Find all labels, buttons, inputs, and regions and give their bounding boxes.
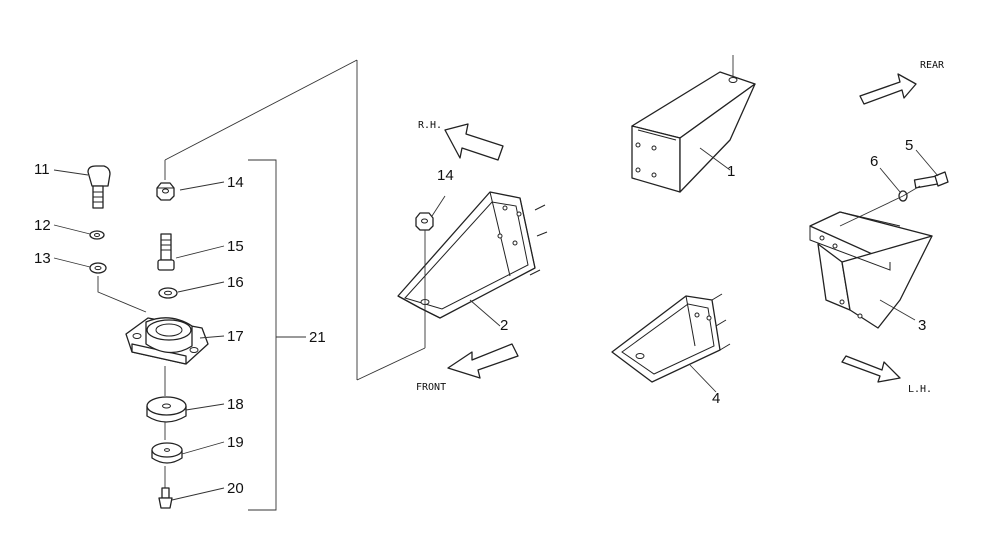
bolt-11 bbox=[87, 165, 111, 209]
flange-mount-17 bbox=[125, 317, 209, 365]
washer-16 bbox=[158, 287, 178, 299]
callout-11: 11 bbox=[34, 161, 50, 178]
spacer-19 bbox=[151, 442, 183, 464]
callout-21: 21 bbox=[309, 329, 326, 346]
stud-15 bbox=[157, 233, 175, 271]
callout-15: 15 bbox=[227, 238, 244, 255]
arrow-front-icon bbox=[447, 343, 519, 379]
lock-washer-12 bbox=[89, 230, 105, 240]
callout-2: 2 bbox=[500, 317, 508, 334]
bracket-1 bbox=[631, 71, 756, 193]
nut-14 bbox=[156, 182, 175, 201]
washer-13 bbox=[89, 262, 107, 274]
nut-14-mounted bbox=[415, 212, 434, 231]
callout-12: 12 bbox=[34, 217, 51, 234]
callout-1: 1 bbox=[727, 163, 735, 180]
callout-20: 20 bbox=[227, 480, 244, 497]
callout-19: 19 bbox=[227, 434, 244, 451]
direction-label-rh: R.H. bbox=[418, 120, 442, 131]
callout-5: 5 bbox=[905, 137, 913, 154]
arrow-lh-icon bbox=[841, 355, 901, 383]
callout-16: 16 bbox=[227, 274, 244, 291]
arrow-rh-icon bbox=[444, 123, 504, 161]
screw-20 bbox=[158, 487, 173, 509]
direction-label-lh: L.H. bbox=[908, 384, 932, 395]
arrow-rear-icon bbox=[859, 73, 917, 105]
bracket-2 bbox=[397, 191, 548, 319]
callout-17: 17 bbox=[227, 328, 244, 345]
rubber-pad-18 bbox=[146, 396, 187, 423]
bracket-3 bbox=[809, 211, 933, 329]
callout-6: 6 bbox=[870, 153, 878, 170]
callout-13: 13 bbox=[34, 250, 51, 267]
bracket-4 bbox=[611, 293, 731, 383]
callout-14-mounted: 14 bbox=[437, 167, 454, 184]
direction-label-rear: REAR bbox=[920, 60, 945, 71]
callout-3: 3 bbox=[918, 317, 926, 334]
callout-4: 4 bbox=[712, 390, 720, 407]
callout-18: 18 bbox=[227, 396, 244, 413]
bolt-5 bbox=[913, 171, 949, 189]
direction-label-front: FRONT bbox=[416, 382, 446, 393]
callout-14: 14 bbox=[227, 174, 244, 191]
